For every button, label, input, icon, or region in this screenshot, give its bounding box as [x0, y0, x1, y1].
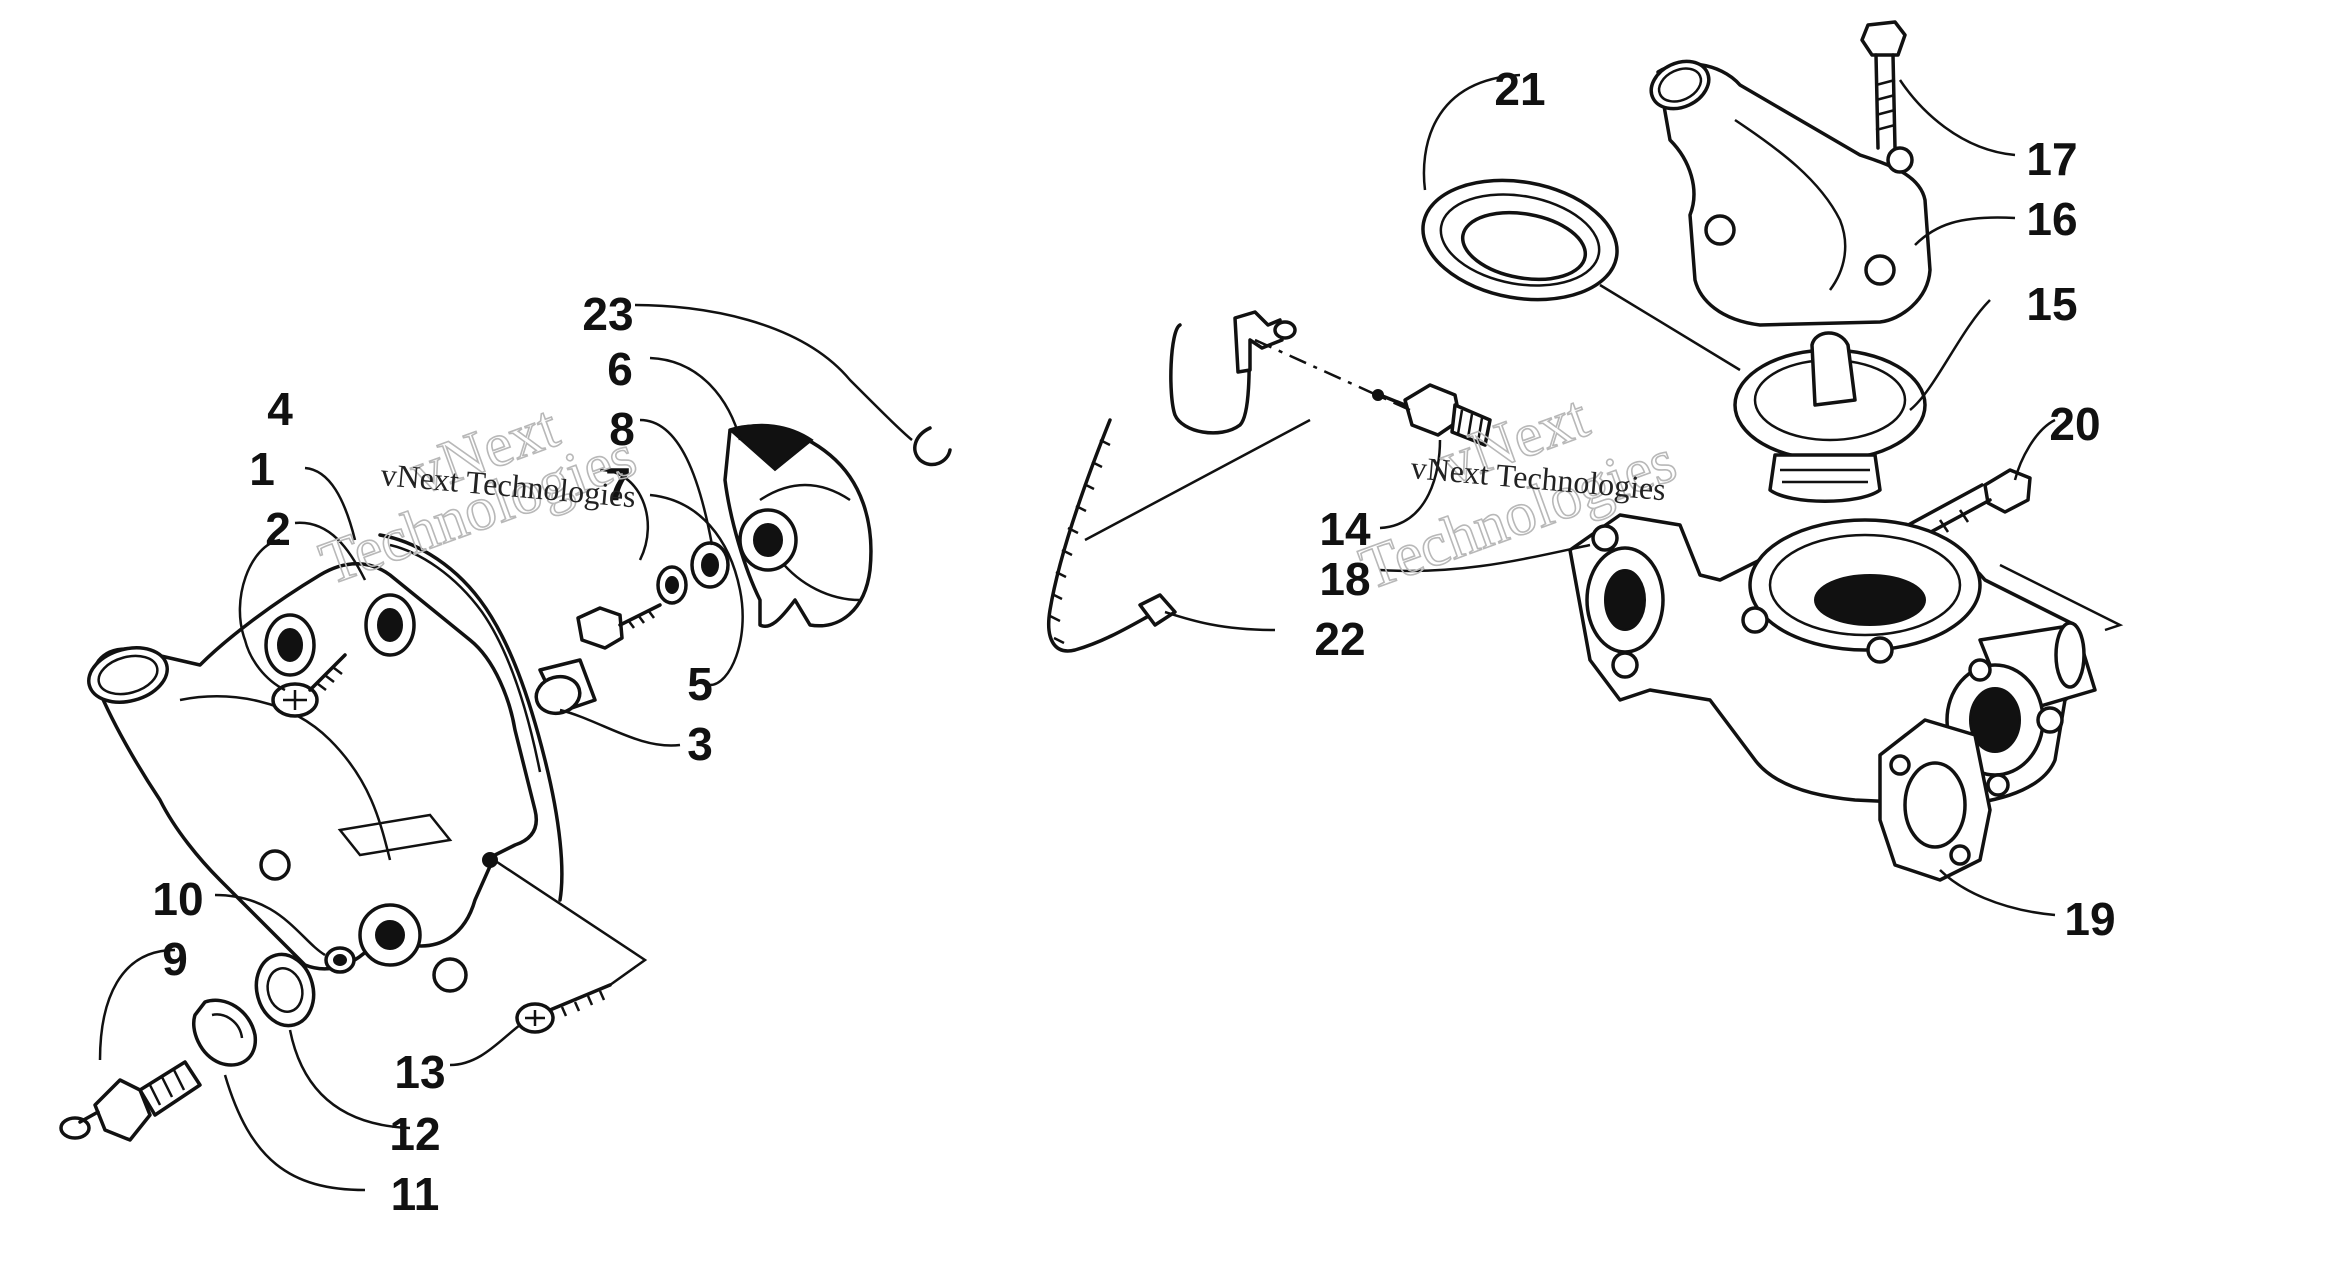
- watermark-left: vNext Technologies vNext Technologies: [311, 392, 646, 599]
- bushing-3-part: [534, 658, 597, 716]
- sensor-wire-part: [1169, 310, 1297, 435]
- callout-label-1: 1: [249, 443, 275, 495]
- gasket-19-part: [1878, 718, 1992, 882]
- callout-label-10: 10: [152, 873, 203, 925]
- bolt-17-part: [1860, 20, 1907, 150]
- callout-labels: 1 2 3 4 5 6 7 8 9 10 11 12 13 14 15 16 1…: [152, 63, 2115, 1220]
- callout-label-23: 23: [582, 288, 633, 340]
- callout-label-7: 7: [605, 458, 631, 510]
- callout-label-6: 6: [607, 343, 633, 395]
- impeller-6-part: [723, 423, 873, 628]
- temperature-sensor-14-part: [1372, 383, 1492, 447]
- callout-label-9: 9: [162, 933, 188, 985]
- callout-label-16: 16: [2026, 193, 2077, 245]
- callout-label-22: 22: [1314, 613, 1365, 665]
- callout-label-4: 4: [267, 383, 293, 435]
- callout-label-3: 3: [687, 718, 713, 770]
- thermostat-housing-18-part: [1568, 513, 2097, 807]
- callout-label-8: 8: [609, 403, 635, 455]
- callout-label-11: 11: [391, 1168, 440, 1220]
- callout-label-15: 15: [2026, 278, 2077, 330]
- harness-leader-line: [1084, 418, 1311, 542]
- bolt-7-part: [576, 603, 662, 650]
- pump-cover-gasket-part: [378, 533, 564, 902]
- thermostat-15-part: [1733, 331, 1927, 503]
- callout-label-20: 20: [2049, 398, 2100, 450]
- pump-housing-part: [87, 562, 538, 993]
- seal-5-part: [690, 541, 730, 589]
- sensor-alignment-line: [1254, 338, 1411, 412]
- gasket-washer-11-part: [192, 998, 257, 1067]
- screw-2-part: [271, 653, 347, 718]
- callout-label-2: 2: [265, 503, 291, 555]
- seal-alignment-line: [1599, 283, 1741, 372]
- callout-label-21: 21: [1494, 63, 1545, 115]
- callout-label-19: 19: [2064, 893, 2115, 945]
- washer-12-part: [254, 952, 316, 1028]
- cable-tie-22-part: [1047, 418, 1177, 653]
- callout-label-12: 12: [389, 1108, 440, 1160]
- callout-label-5: 5: [687, 658, 713, 710]
- callout-label-17: 17: [2026, 133, 2077, 185]
- seal-ring-21-part: [1421, 178, 1619, 302]
- callout-label-14: 14: [1319, 503, 1371, 555]
- drain-plug-9-part: [59, 1060, 202, 1142]
- snap-ring-23-part: [913, 426, 952, 467]
- callout-label-13: 13: [394, 1046, 445, 1098]
- thermostat-cover-16-part: [1649, 59, 1932, 327]
- callout-leaders: [98, 73, 2056, 1192]
- screw-13-part: [515, 983, 612, 1034]
- bolt-20-alignment-line: [1999, 563, 2124, 632]
- callout-label-18: 18: [1319, 553, 1370, 605]
